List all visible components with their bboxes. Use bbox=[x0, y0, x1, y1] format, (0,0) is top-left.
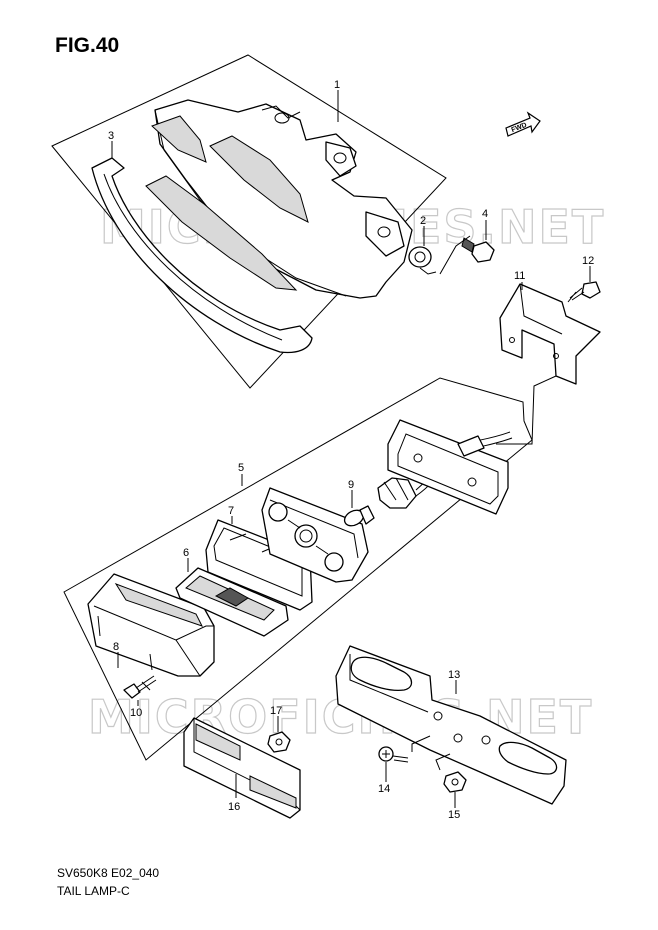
model-code: SV650K8 E02_040 bbox=[57, 866, 160, 880]
callout-16: 16 bbox=[228, 801, 240, 813]
callout-5: 5 bbox=[238, 462, 244, 474]
part-16-reflector bbox=[183, 717, 301, 819]
part-14-bolt bbox=[378, 735, 431, 763]
callout-2: 2 bbox=[420, 215, 426, 227]
part-9-bulb bbox=[343, 505, 375, 527]
part-17-nut bbox=[267, 731, 291, 753]
part-6-light-guide bbox=[175, 567, 289, 637]
part-4-nut bbox=[439, 235, 495, 275]
part-12-screw bbox=[567, 281, 601, 303]
callout-7: 7 bbox=[228, 505, 234, 517]
part-5-rear-plate bbox=[387, 419, 509, 515]
figure-name: TAIL LAMP-C bbox=[57, 884, 130, 898]
part-15-nut bbox=[435, 753, 467, 793]
callout-9: 9 bbox=[348, 479, 354, 491]
part-13-plate-bracket bbox=[335, 645, 567, 805]
callout-15: 15 bbox=[448, 809, 460, 821]
part-5-lamp-base bbox=[261, 487, 369, 583]
callout-8: 8 bbox=[113, 641, 119, 653]
callout-4: 4 bbox=[482, 208, 488, 220]
callout-1: 1 bbox=[334, 79, 340, 91]
part-7-gasket-frame bbox=[205, 519, 313, 611]
part-10-screw bbox=[123, 675, 157, 699]
callout-6: 6 bbox=[183, 547, 189, 559]
part-8-outer-lens bbox=[87, 573, 215, 677]
callout-13: 13 bbox=[448, 669, 460, 681]
part-1-lens-housing bbox=[145, 99, 413, 299]
callout-14: 14 bbox=[378, 783, 390, 795]
figure-title: FIG.40 bbox=[55, 34, 120, 57]
callout-12: 12 bbox=[582, 255, 594, 267]
part-3-gasket bbox=[91, 157, 313, 354]
part-2-grommet bbox=[408, 246, 437, 275]
lower-assembly-box bbox=[63, 377, 533, 761]
callout-11: 11 bbox=[514, 270, 525, 282]
part-11-bracket bbox=[496, 283, 601, 445]
upper-assembly-box bbox=[51, 54, 447, 389]
fwd-label: FWD bbox=[511, 122, 528, 134]
callout-10: 10 bbox=[130, 707, 142, 719]
callout-17: 17 bbox=[270, 705, 282, 717]
fwd-arrow-icon: FWD bbox=[505, 111, 541, 137]
leader-lines bbox=[111, 90, 591, 808]
callout-3: 3 bbox=[108, 130, 114, 142]
